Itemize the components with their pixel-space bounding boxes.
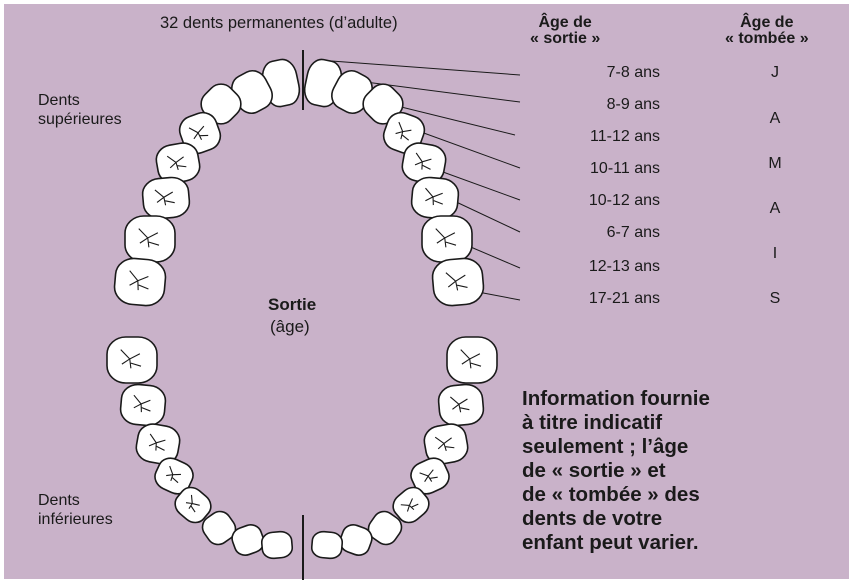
upper-tooth-8 xyxy=(431,257,485,307)
leader-line-8 xyxy=(478,292,520,300)
lower-tooth-10 xyxy=(437,383,484,427)
eruption-age-6: 6-7 ans xyxy=(520,224,660,242)
upper-teeth-label: Dents supérieures xyxy=(38,91,122,129)
upper-tooth-16 xyxy=(113,257,167,307)
lower-tooth-2 xyxy=(119,383,166,427)
upper-tooth-14 xyxy=(141,176,190,220)
lower-tooth-9 xyxy=(447,337,497,383)
shedding-letter-1: J xyxy=(745,64,805,82)
center-label: Sortie xyxy=(268,296,316,314)
lower-tooth-8 xyxy=(261,531,293,560)
shedding-letter-4: A xyxy=(745,200,805,218)
lower-tooth-16 xyxy=(311,531,343,560)
lower-teeth-label: Dents inférieures xyxy=(38,491,113,529)
eruption-age-header: Âge de « sortie » xyxy=(530,15,600,47)
eruption-age-4: 10-11 ans xyxy=(520,160,660,178)
eruption-age-1: 7-8 ans xyxy=(520,64,660,82)
shedding-letter-3: M xyxy=(745,155,805,173)
upper-arch xyxy=(113,57,485,307)
eruption-age-3: 11-12 ans xyxy=(520,128,660,146)
chart-title: 32 dents permanentes (d’adulte) xyxy=(160,15,398,32)
eruption-age-7: 12-13 ans xyxy=(520,258,660,276)
eruption-age-2: 8-9 ans xyxy=(520,96,660,114)
shedding-age-header: Âge de « tombée » xyxy=(725,15,809,47)
upper-tooth-15 xyxy=(125,216,175,262)
eruption-age-5: 10-12 ans xyxy=(520,192,660,210)
shedding-letter-5: I xyxy=(745,245,805,263)
lower-tooth-1 xyxy=(107,337,157,383)
shedding-letter-6: S xyxy=(745,290,805,308)
upper-tooth-7 xyxy=(422,216,472,262)
disclaimer-note: Information fournie à titre indicatif se… xyxy=(522,387,842,555)
shedding-letter-2: A xyxy=(745,110,805,128)
eruption-age-8: 17-21 ans xyxy=(520,290,660,308)
upper-tooth-6 xyxy=(410,176,459,220)
center-sublabel: (âge) xyxy=(270,318,310,336)
